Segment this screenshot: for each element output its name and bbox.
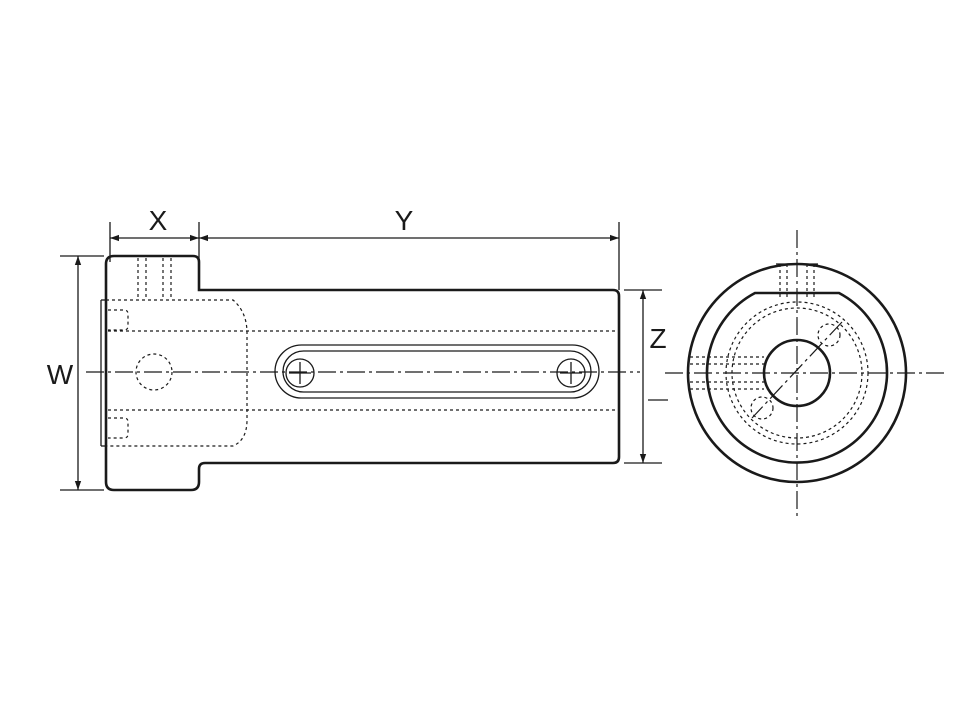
end-view-hole-upper [817,323,841,347]
end-view-body-outline [705,291,889,464]
side-view [86,254,640,492]
dimension-x: X [109,205,200,262]
dimension-y: Y [199,205,620,290]
top-set-screw-hidden [137,258,172,298]
dimension-y-label: Y [395,205,414,236]
screw-left-icon [285,358,315,388]
end-view-hole-lower [750,396,774,420]
screw-right-icon [556,358,586,388]
dimension-w-label: W [47,359,74,390]
end-view-side-screw-hidden [690,356,764,390]
dimension-x-label: X [149,205,168,236]
dimension-z: Z [624,289,668,464]
side-view-outline [104,254,621,492]
internal-bore-hidden [106,299,617,447]
dimension-z-label: Z [649,323,666,354]
end-view [665,230,945,520]
flange-hole-hidden [135,353,173,391]
dimension-w: W [47,255,104,491]
